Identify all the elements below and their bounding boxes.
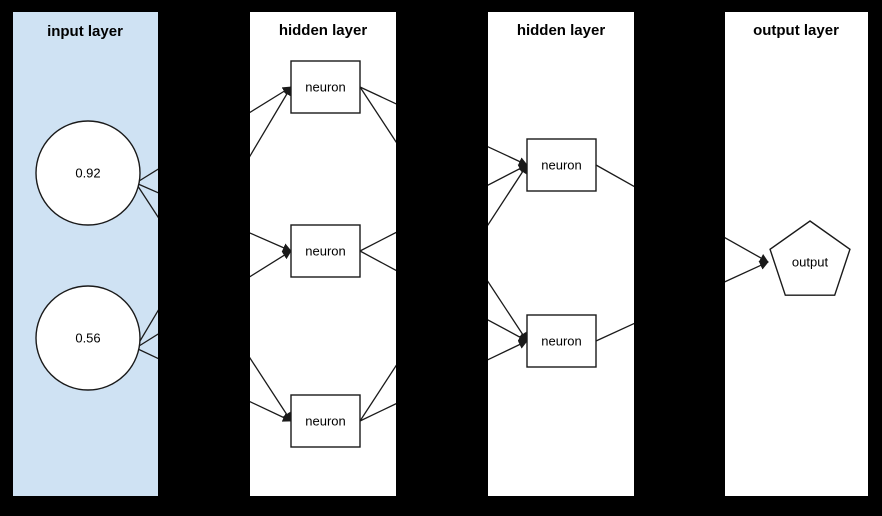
rect-node-shape bbox=[526, 314, 597, 368]
connection-h1-2-to-h2-1 bbox=[359, 231, 396, 252]
connection-h1-3-to-h2-1 bbox=[359, 364, 396, 422]
connection-h1-3-to-h2-1 bbox=[488, 164, 528, 226]
connection-h1-1-to-h2-1 bbox=[488, 146, 528, 166]
node-h1-1[interactable]: neuron bbox=[290, 60, 361, 114]
edge-segment bbox=[595, 164, 634, 188]
node-in-1[interactable]: 0.92 bbox=[35, 120, 141, 226]
edge-segment bbox=[250, 356, 292, 422]
edge-segment bbox=[595, 322, 634, 342]
edge-segment bbox=[725, 261, 769, 283]
connection-h1-1-to-h2-2 bbox=[359, 86, 396, 143]
connection-h2-1-to-out-1 bbox=[595, 164, 634, 188]
edge-segment bbox=[359, 250, 396, 272]
node-out-1[interactable]: output bbox=[769, 220, 851, 296]
edge-segment bbox=[488, 164, 528, 226]
layer-title-output: output layer bbox=[753, 22, 839, 39]
layer-title-hidden-1: hidden layer bbox=[279, 22, 368, 39]
edge-segment bbox=[250, 250, 292, 278]
edge-segment bbox=[250, 86, 292, 158]
rect-node-shape bbox=[526, 138, 597, 192]
circle-node-shape bbox=[35, 120, 141, 226]
connection-h2-2-to-out-1 bbox=[725, 261, 769, 283]
edge-segment bbox=[359, 86, 396, 105]
rect-node-shape bbox=[290, 60, 361, 114]
edge-segment bbox=[725, 237, 769, 263]
connection-in-1-to-h1-1 bbox=[250, 86, 292, 114]
edge-segment bbox=[488, 280, 528, 342]
connection-h1-3-to-h2-2 bbox=[359, 403, 396, 422]
node-h1-2[interactable]: neuron bbox=[290, 224, 361, 278]
connection-in-2-to-h1-1 bbox=[250, 86, 292, 158]
rect-node-shape bbox=[290, 394, 361, 448]
layer-title-hidden-2: hidden layer bbox=[517, 22, 606, 39]
connection-h1-2-to-h2-2 bbox=[488, 319, 528, 342]
connection-in-2-to-h1-3 bbox=[250, 400, 292, 422]
connection-h1-2-to-h2-2 bbox=[359, 250, 396, 272]
connection-in-2-to-h1-2 bbox=[250, 250, 292, 278]
layer-container-hidden-2 bbox=[488, 12, 634, 496]
node-h1-3[interactable]: neuron bbox=[290, 394, 361, 448]
edge-segment bbox=[488, 164, 528, 186]
node-label: output bbox=[792, 254, 829, 269]
connection-edges bbox=[135, 86, 769, 422]
node-label: neuron bbox=[541, 157, 581, 172]
layer-backgrounds bbox=[13, 12, 868, 496]
node-label: neuron bbox=[305, 243, 345, 258]
pentagon-node-shape bbox=[769, 220, 851, 296]
node-label: neuron bbox=[541, 333, 581, 348]
node-in-2[interactable]: 0.56 bbox=[35, 285, 141, 391]
edge-segment bbox=[359, 231, 396, 252]
layer-titles: input layer hidden layer hidden layer outpu… bbox=[47, 22, 839, 40]
connection-h1-2-to-h2-1 bbox=[488, 164, 528, 186]
edge-segment bbox=[359, 86, 396, 143]
edge-segment bbox=[250, 86, 292, 114]
edge-segment bbox=[250, 232, 292, 252]
node-label: neuron bbox=[305, 79, 345, 94]
connection-h1-1-to-h2-1 bbox=[359, 86, 396, 105]
edge-segment bbox=[488, 340, 528, 361]
edge-segment bbox=[250, 400, 292, 422]
connection-in-1-to-h1-3 bbox=[250, 356, 292, 422]
connection-h2-1-to-out-1 bbox=[725, 237, 769, 263]
connection-h1-1-to-h2-2 bbox=[488, 280, 528, 342]
node-label: 0.56 bbox=[75, 330, 100, 345]
node-label: neuron bbox=[305, 413, 345, 428]
connection-in-1-to-h1-2 bbox=[250, 232, 292, 252]
edge-segment bbox=[359, 403, 396, 422]
rect-node-shape bbox=[290, 224, 361, 278]
node-h2-1[interactable]: neuron bbox=[526, 138, 597, 192]
edge-segment bbox=[488, 319, 528, 342]
connection-h2-2-to-out-1 bbox=[595, 322, 634, 342]
layer-nodes: 0.92 0.56 neuron neuron neuron neuron neuron ou… bbox=[35, 60, 851, 448]
circle-node-shape bbox=[35, 285, 141, 391]
node-label: 0.92 bbox=[75, 165, 100, 180]
node-h2-2[interactable]: neuron bbox=[526, 314, 597, 368]
layer-container-input bbox=[13, 12, 158, 496]
edge-segment bbox=[359, 364, 396, 422]
layer-title-input: input layer bbox=[47, 23, 123, 40]
edge-segment bbox=[488, 146, 528, 166]
connection-h1-3-to-h2-2 bbox=[488, 340, 528, 361]
